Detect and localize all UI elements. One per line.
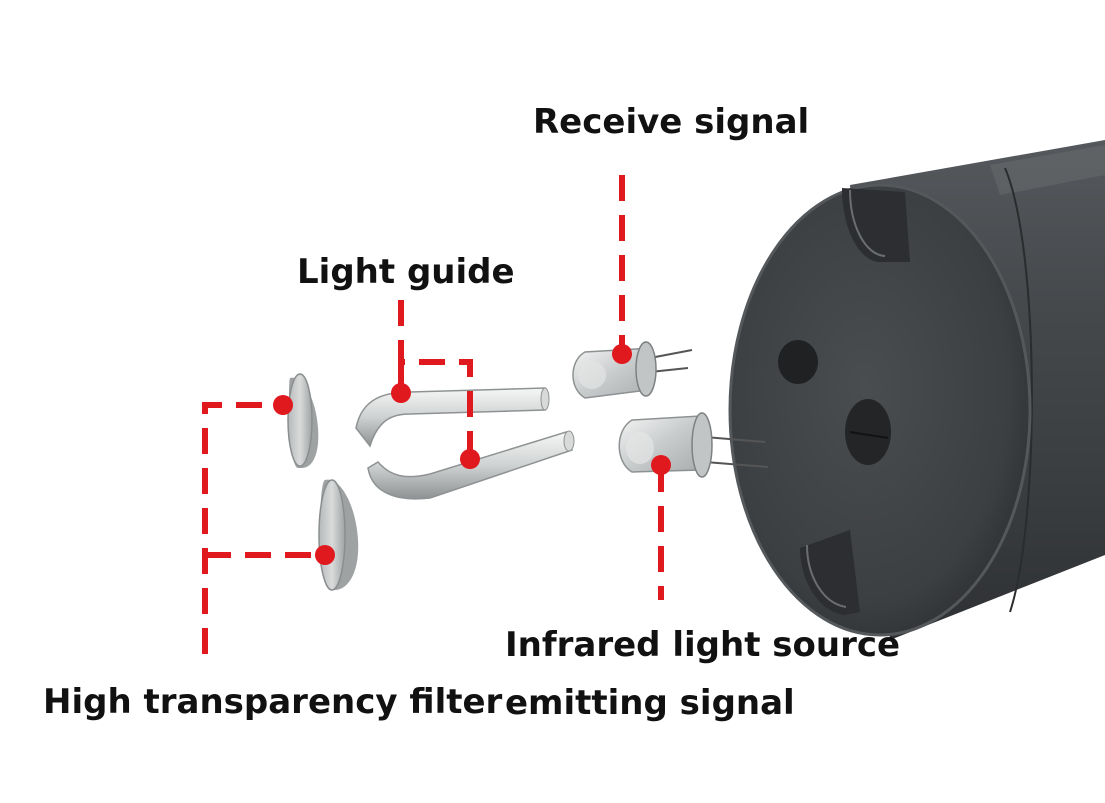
housing-hole-lower [845,399,891,465]
receiver-led [572,341,693,399]
callout-dots [273,344,671,565]
dot-filter-upper [273,395,293,415]
housing-hole-upper [778,340,818,384]
label-high-transparency-filter: High transparency filter [43,682,503,722]
dot-light-guide-upper [391,383,411,403]
label-infrared-line1: Infrared light source [505,625,901,665]
dot-receive-signal [612,344,632,364]
label-light-guide: Light guide [297,252,515,292]
filter-disk-upper [287,373,319,468]
label-infrared-line2: emitting signal [505,683,795,723]
dot-light-guide-lower [460,449,480,469]
callout-light-guide [398,300,473,458]
callout-lines [202,175,664,654]
light-guide-upper [355,387,550,448]
emitter-led [618,412,769,478]
dot-infrared-source [651,455,671,475]
filter-disk-lower [318,479,359,591]
callout-filter-upper [202,402,283,654]
sensor-housing [728,140,1105,640]
label-receive-signal: Receive signal [533,102,810,142]
dot-filter-lower [315,545,335,565]
